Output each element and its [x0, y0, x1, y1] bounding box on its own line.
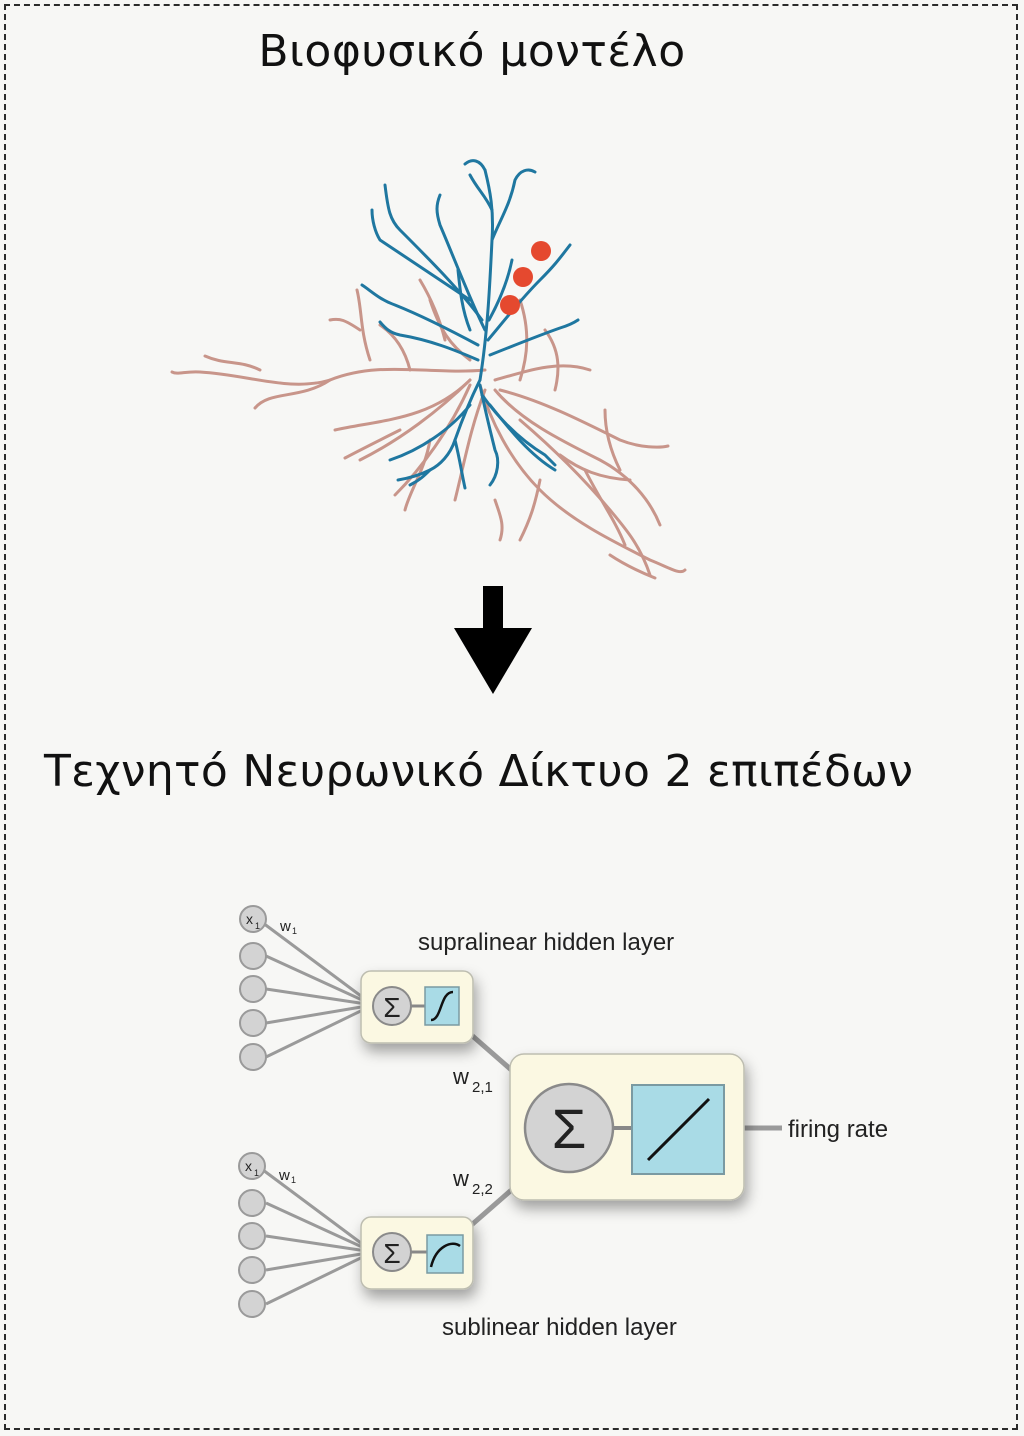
- weight-w21-label: w: [452, 1064, 469, 1089]
- weight-w1-bottom-sub: 1: [291, 1175, 296, 1185]
- input-node: [239, 1043, 267, 1071]
- output-unit: Σ: [509, 1053, 745, 1201]
- input-nodes-bottom: [238, 1152, 266, 1318]
- input-node: [238, 1290, 266, 1318]
- network-diagram: x 1 w 1 x 1 w 1 supralinear hidden layer…: [238, 905, 888, 1341]
- supralinear-hidden-unit: Σ: [360, 970, 474, 1044]
- weight-w21-sub: 2,1: [472, 1079, 493, 1096]
- sum-symbol: Σ: [383, 992, 400, 1023]
- sublinear-hidden-layer-label: sublinear hidden layer: [442, 1314, 677, 1341]
- sublinear-hidden-unit: Σ: [360, 1216, 474, 1290]
- input-node: [239, 975, 267, 1003]
- sum-node: [372, 986, 412, 1026]
- input-x1-top-label: x: [246, 911, 253, 927]
- output-sum-symbol: Σ: [552, 1097, 587, 1160]
- synapse-2: [513, 267, 533, 287]
- input-node: [239, 1009, 267, 1037]
- weight-w1-top-sub: 1: [292, 926, 297, 936]
- input-node: [239, 942, 267, 970]
- input-x1-bottom-sub: 1: [254, 1168, 259, 1178]
- supralinear-hidden-layer-label: supralinear hidden layer: [418, 929, 674, 956]
- saturating-activation-icon: [426, 1234, 464, 1274]
- weight-w22-sub: 2,2: [472, 1181, 493, 1198]
- weight-w22-label: w: [452, 1166, 469, 1191]
- synapse-markers: [500, 241, 551, 315]
- input-x1-top-sub: 1: [255, 921, 260, 931]
- dashed-border-frame: [4, 4, 1018, 1430]
- synapse-3: [500, 295, 520, 315]
- input-node-x1-bottom: [238, 1152, 266, 1180]
- input-node: [238, 1222, 266, 1250]
- input-x1-bottom-label: x: [245, 1158, 252, 1174]
- synapse-1: [531, 241, 551, 261]
- sum-symbol: Σ: [383, 1238, 400, 1269]
- input-node: [238, 1189, 266, 1217]
- basal-dendrites: [170, 278, 687, 580]
- input-connections-bottom: [262, 1168, 374, 1306]
- input-nodes-top: [239, 905, 267, 1071]
- biophysical-model-title: Βιοφυσικό μοντέλο: [258, 26, 686, 77]
- weight-w1-bottom-label: w: [278, 1167, 290, 1184]
- apical-dendrites: [360, 159, 580, 490]
- firing-rate-label: firing rate: [788, 1116, 888, 1143]
- neuron-morphology: [170, 159, 687, 580]
- input-node-x1-top: [239, 905, 267, 933]
- sum-node: [372, 1232, 412, 1272]
- output-sum-node: [523, 1082, 615, 1174]
- input-connections-top: [262, 921, 374, 1059]
- weight-w1-top-label: w: [279, 918, 291, 935]
- ann-title: Τεχνητό Νευρωνικό Δίκτυο 2 επιπέδων: [44, 746, 914, 797]
- input-node: [238, 1256, 266, 1284]
- down-arrow-icon: [454, 586, 532, 694]
